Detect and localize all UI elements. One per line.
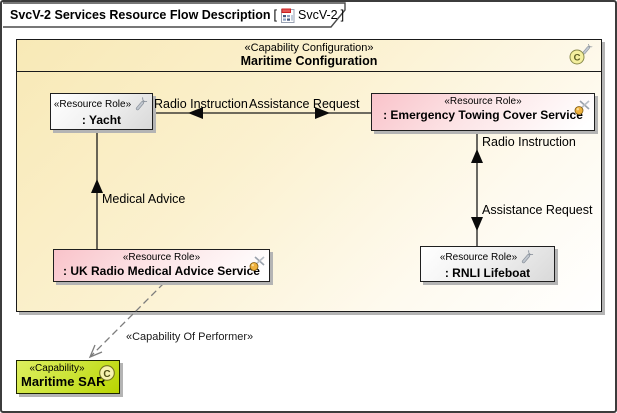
service-access-icon xyxy=(249,256,265,271)
node-name: Maritime SAR xyxy=(21,374,106,389)
container-header: «Capability Configuration» Maritime Conf… xyxy=(17,40,601,72)
arrowhead-down xyxy=(471,217,483,231)
capability-letter: C xyxy=(103,369,110,380)
wrench-icon xyxy=(522,250,534,264)
container-name: Maritime Configuration xyxy=(240,54,378,68)
node-stereotype: «Resource Role» xyxy=(122,252,201,263)
node-uk-radio-medical-advice-service[interactable]: «Resource Role» : UK Radio Medical Advic… xyxy=(53,249,270,282)
capability-configuration-icon: C xyxy=(569,44,593,65)
node-name: : RNLI Lifeboat xyxy=(444,266,531,280)
wrench-icon xyxy=(136,97,148,111)
node-stereotype-row: «Resource Role» xyxy=(54,252,269,263)
edge-label-assistance-request-right[interactable]: Assistance Request xyxy=(482,203,593,217)
node-yacht[interactable]: «Resource Role» : Yacht xyxy=(50,93,153,130)
service-access-icon xyxy=(574,100,590,115)
edge-capability-of-performer[interactable] xyxy=(88,282,165,359)
diagram-ref-name: SvcV-2 xyxy=(298,8,338,22)
arrowhead-up xyxy=(91,179,103,193)
edge-label-radio-instruction-top[interactable]: Radio Instruction xyxy=(154,97,248,111)
node-stereotype: «Resource Role» xyxy=(444,96,522,107)
node-stereotype-row: «Resource Role» xyxy=(372,96,594,107)
diagram-title-tab[interactable]: SvcV-2 Services Resource Flow Descriptio… xyxy=(10,6,347,24)
edge-label-radio-instruction-right[interactable]: Radio Instruction xyxy=(482,135,576,149)
edge-yacht-emergency-towing[interactable] xyxy=(153,107,371,119)
node-stereotype-row: «Resource Role» xyxy=(421,250,554,265)
capability-c-icon: C xyxy=(99,365,115,381)
node-name: : UK Radio Medical Advice Service xyxy=(63,264,260,278)
edge-label-medical-advice[interactable]: Medical Advice xyxy=(102,192,186,206)
capability-config-letter: C xyxy=(574,53,581,64)
arrowhead-left xyxy=(188,107,203,119)
node-emergency-towing-cover-service[interactable]: «Resource Role» : Emergency Towing Cover… xyxy=(371,93,595,131)
svcv-diagram-icon xyxy=(281,8,295,23)
node-rnli-lifeboat[interactable]: «Resource Role» : RNLI Lifeboat xyxy=(420,246,555,282)
ref-bracket-open: [ xyxy=(273,8,278,22)
node-name: : Yacht xyxy=(81,113,122,127)
node-maritime-sar[interactable]: «Capability» Maritime SAR C xyxy=(16,360,120,394)
container-stereotype: «Capability Configuration» xyxy=(244,42,374,54)
arrowhead-right xyxy=(315,107,330,119)
diagram-title-tab-shape xyxy=(3,2,346,28)
edge-emergency-towing-rnli[interactable] xyxy=(471,131,483,246)
open-arrowhead xyxy=(88,344,103,359)
node-stereotype: «Resource Role» xyxy=(53,99,132,110)
edge-label-capability-of-performer[interactable]: «Capability Of Performer» xyxy=(126,331,254,343)
diagram-title: SvcV-2 Services Resource Flow Descriptio… xyxy=(10,8,271,22)
edge-label-assistance-request-top[interactable]: Assistance Request xyxy=(249,97,360,111)
node-stereotype: «Resource Role» xyxy=(439,252,518,263)
edge-ukradio-yacht[interactable] xyxy=(91,130,103,249)
node-stereotype-row: «Resource Role» xyxy=(51,97,152,112)
node-name: : Emergency Towing Cover Service xyxy=(383,108,583,122)
node-stereotype: «Capability» xyxy=(29,363,85,374)
arrowhead-up xyxy=(471,149,483,163)
ref-bracket-close: ] xyxy=(340,8,345,22)
